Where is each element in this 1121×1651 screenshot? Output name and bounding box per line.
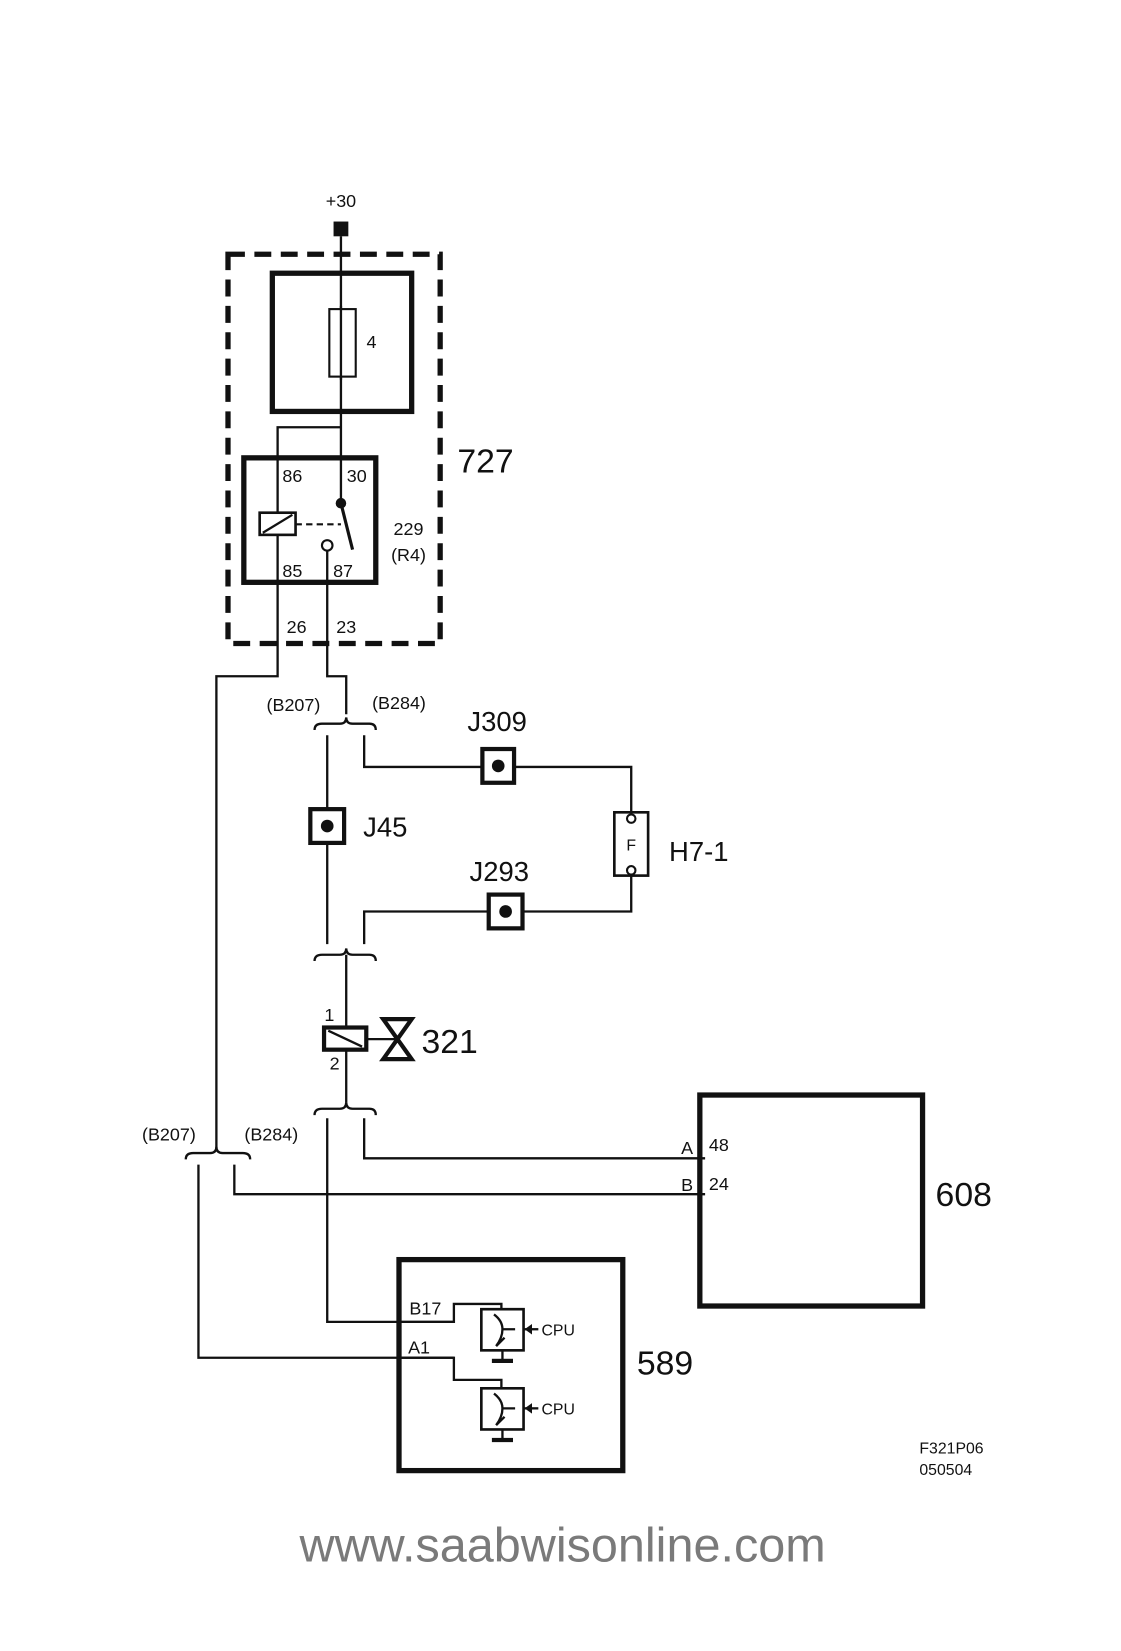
unit-589-box [396,1256,626,1474]
valve-icon [379,1016,416,1062]
connector-bracket-mid [313,948,377,962]
h7-1-label: H7-1 [669,836,728,867]
relay-pin-87: 87 [333,561,353,581]
valve-pin-2: 2 [330,1054,340,1074]
cpu-label-2: CPU [542,1402,575,1419]
valve-321-label: 321 [422,1023,478,1061]
cpu-label-1: CPU [542,1323,575,1340]
supply-label: +30 [326,191,356,211]
supply-terminal [333,221,349,237]
connector-b284-upper: (B284) [372,693,426,713]
unit-727-label: 727 [457,443,513,481]
fuse-4 [328,308,357,378]
relay-id: 229 [394,519,424,539]
arrow-icon [524,1403,532,1414]
wire-608-a48 [363,1118,706,1160]
relay-contact-87 [320,539,334,552]
pin-23: 23 [336,617,356,637]
wire-26 [215,426,341,1148]
watermark: www.saabwisonline.com [299,1518,826,1572]
j45-label: J45 [363,812,407,843]
j293-label: J293 [470,856,529,887]
figure-date: 050504 [919,1462,972,1479]
figure-code: F321P06 [919,1441,983,1458]
wire-b17 [326,1118,454,1324]
relay-pin-86: 86 [282,466,302,486]
pin-a1: A1 [408,1338,430,1358]
pin-26: 26 [287,617,307,637]
wire-a1 [197,1164,454,1359]
fuse-4-label: 4 [367,332,377,352]
connector-b284-lower: (B284) [244,1124,298,1144]
relay-pin-85: 85 [282,561,302,581]
connector-bracket-left [184,1146,252,1160]
relay-229-box [241,455,379,585]
unit-727-box [225,251,443,647]
connector-b207-upper: (B207) [267,695,321,715]
arrow-icon [524,1323,532,1335]
relay-sub: (R4) [391,545,426,565]
fuse-holder-box [269,270,415,415]
pin-24: 24 [709,1174,729,1194]
j309-label: J309 [467,706,526,737]
pin-b17: B17 [409,1298,441,1318]
connector-bracket [313,717,377,731]
unit-608-label: 608 [936,1176,992,1214]
unit-589-label: 589 [637,1345,693,1383]
connector-bracket-low [313,1102,377,1116]
fuse-symbol: F [626,837,636,854]
valve-pin-1: 1 [324,1005,334,1025]
connector-b207-lower: (B207) [142,1124,196,1144]
pin-b: B [681,1175,693,1195]
pin-48: 48 [709,1135,729,1155]
wire-608-b24 [233,1164,706,1196]
wire-23 [326,550,348,715]
relay-pin-30: 30 [347,466,367,486]
pin-a: A [681,1138,693,1158]
relay-switch-icon [339,502,355,551]
unit-608-box [697,1092,926,1309]
